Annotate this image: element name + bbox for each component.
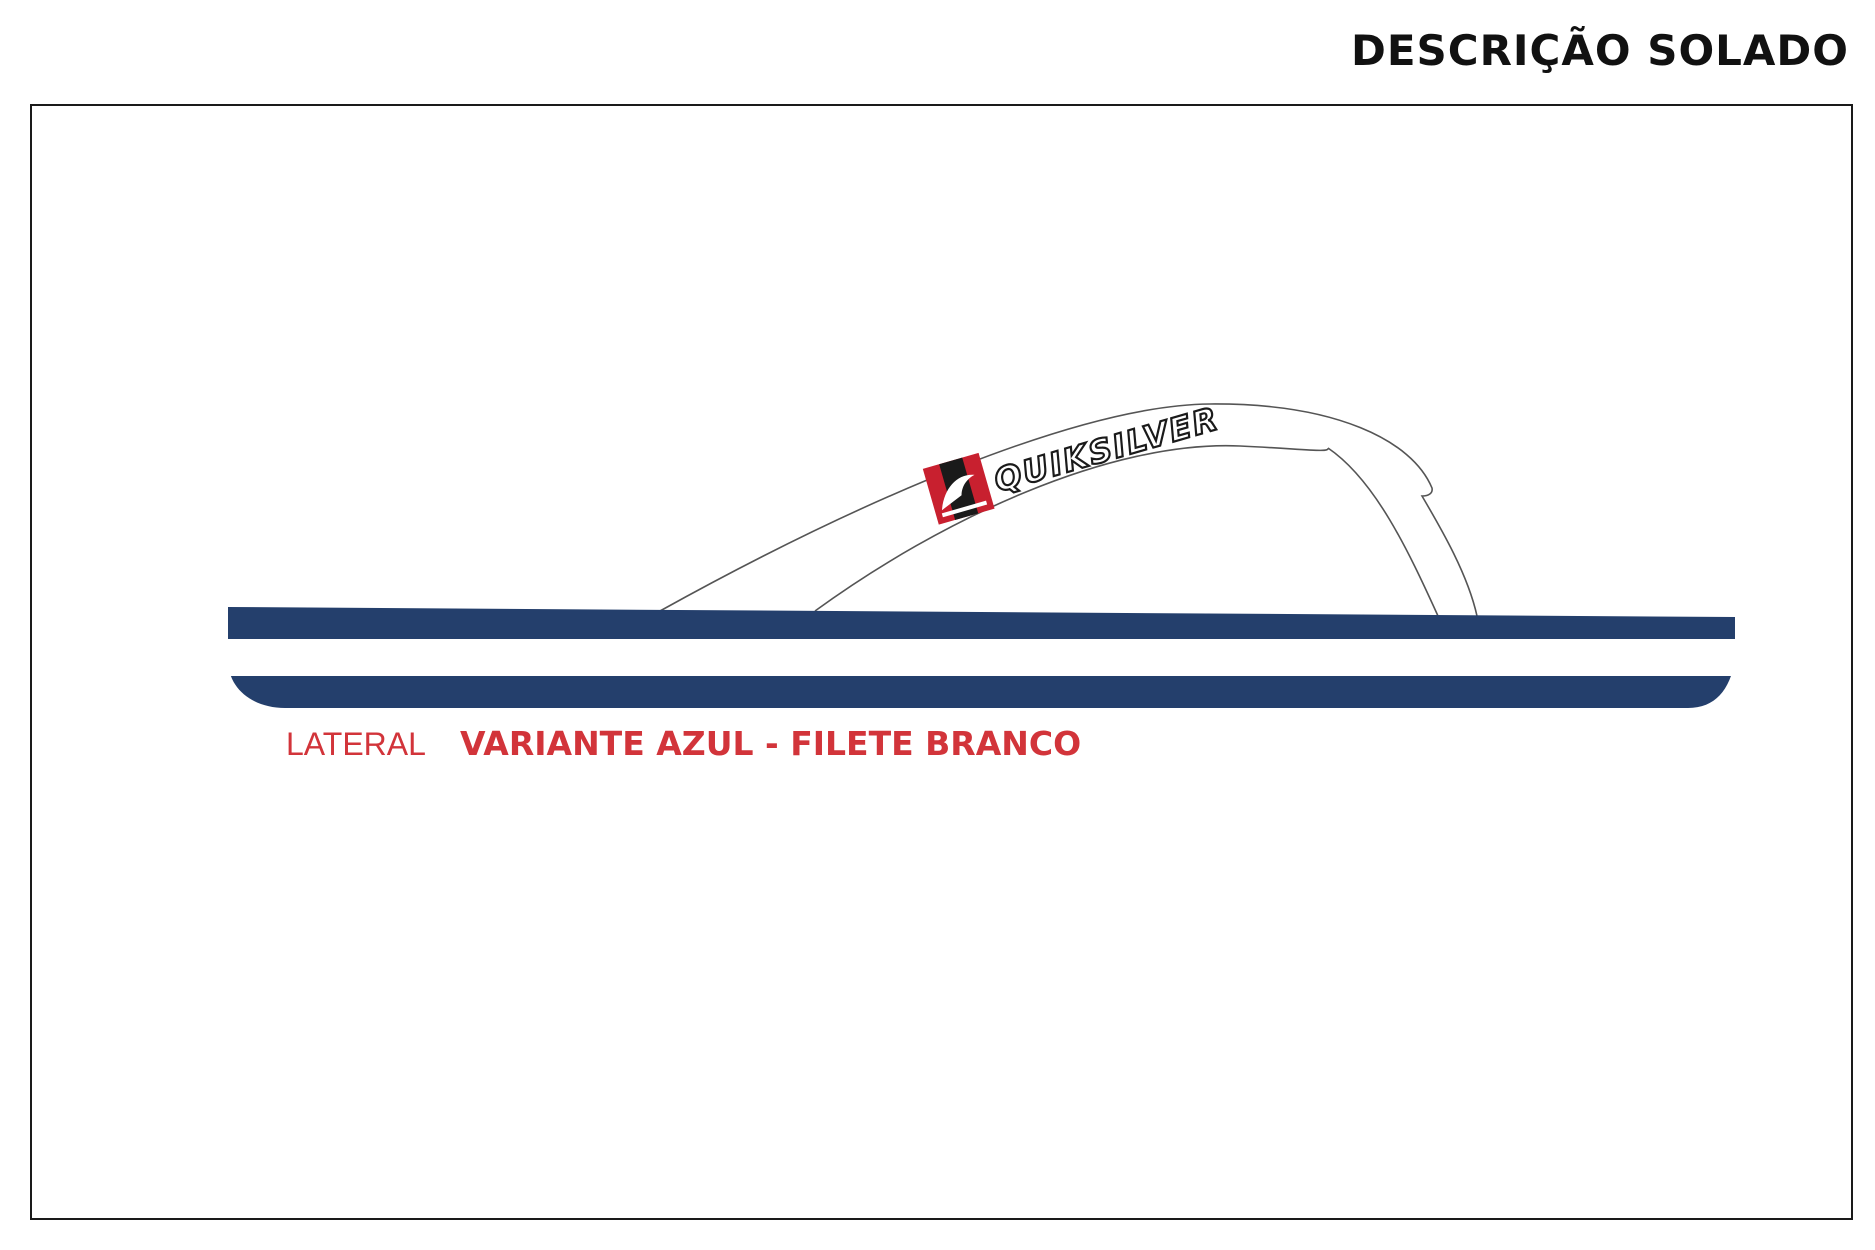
quiksilver-wordmark: QUIKSILVER: [990, 399, 1224, 500]
sole-white-stripe: [228, 639, 1735, 676]
sheet-title: DESCRIÇÃO SOLADO: [1350, 26, 1849, 75]
strap-outer-edge: [659, 403, 1478, 617]
strap: [659, 403, 1478, 617]
sole: [228, 607, 1735, 708]
variant-label: VARIANTE AZUL - FILETE BRANCO: [460, 724, 1082, 763]
strap-post-edge: [1327, 447, 1439, 617]
quiksilver-mountain-wave-icon: [922, 452, 995, 525]
brand-logo: QUIKSILVER: [922, 398, 1225, 525]
view-label-lateral: LATERAL: [286, 726, 426, 762]
strap-inner-edge: [814, 444, 1329, 612]
drawing-frame: [30, 104, 1853, 1220]
